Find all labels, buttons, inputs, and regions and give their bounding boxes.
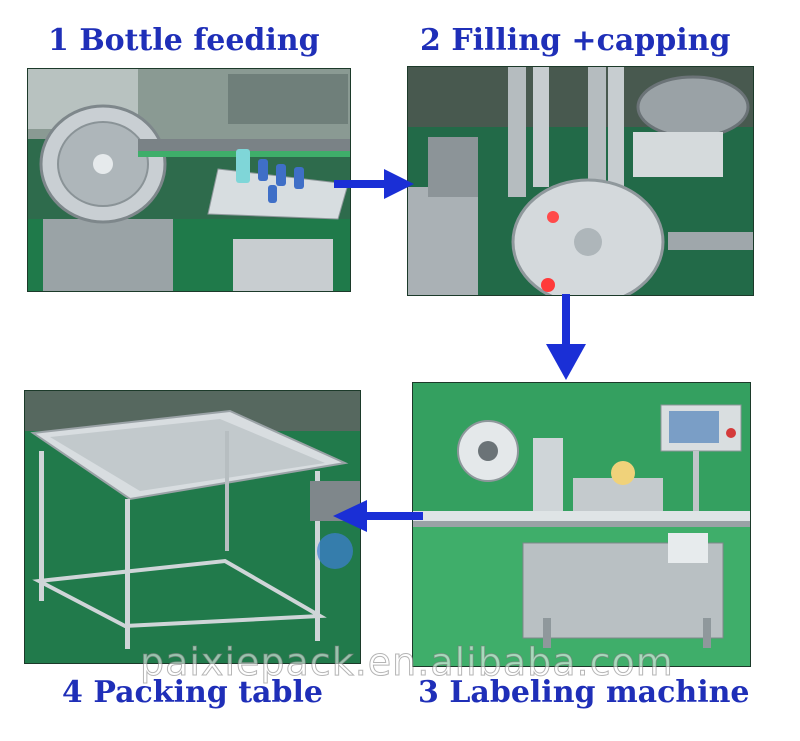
step-4-title: 4 Packing table <box>62 675 323 710</box>
labeling-machine-photo <box>412 382 751 667</box>
filling-capping-machine-photo <box>407 66 754 296</box>
arrow-right-1-to-2 <box>334 169 414 199</box>
step-2-title: 2 Filling +capping <box>420 23 731 58</box>
watermark: paixiepack.en.alibaba.com <box>140 640 674 685</box>
step-3-title: 3 Labeling machine <box>418 675 750 710</box>
arrow-down-2-to-3 <box>546 294 586 380</box>
bottle-feeding-machine-photo <box>27 68 351 292</box>
packing-table-photo <box>24 390 361 664</box>
arrow-left-3-to-4 <box>333 500 423 532</box>
step-1-title: 1 Bottle feeding <box>48 23 320 58</box>
